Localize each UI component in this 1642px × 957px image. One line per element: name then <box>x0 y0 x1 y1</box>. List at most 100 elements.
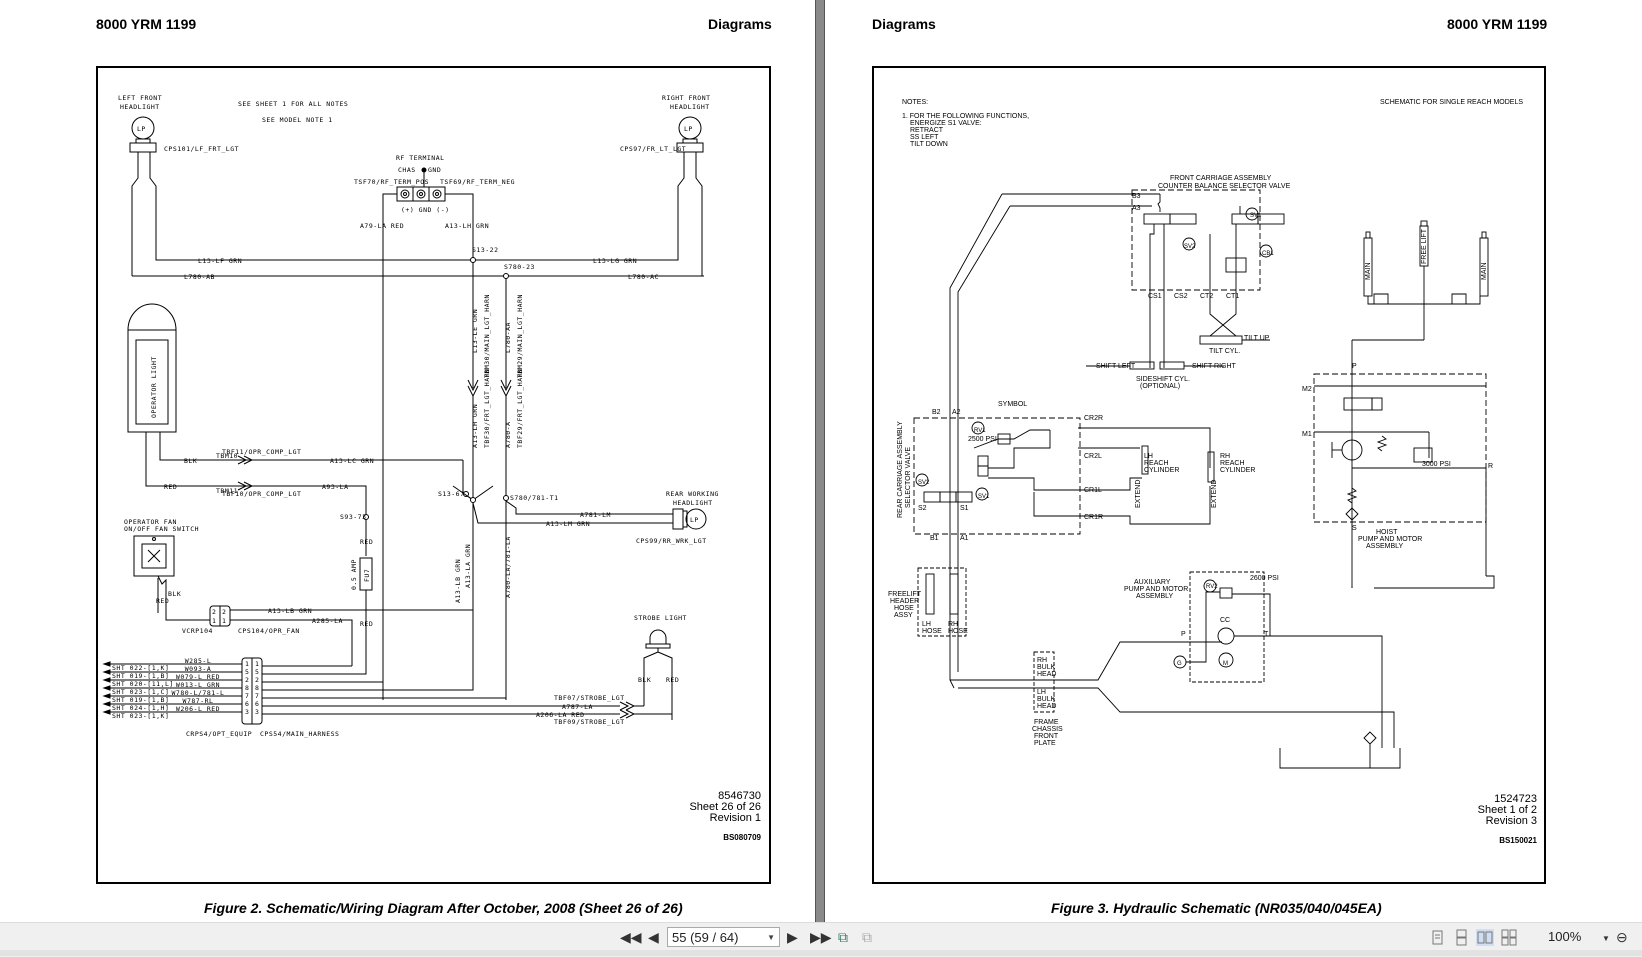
wire-label: W285-L <box>185 657 211 665</box>
drawing-code: BS150021 <box>1499 836 1537 845</box>
rv1-icon <box>971 421 985 435</box>
svg-text:1: 1 <box>222 617 226 625</box>
continuous-view-icon <box>1456 929 1467 946</box>
operator-light: OPERATOR LIGHT <box>127 303 177 433</box>
svg-text:BLK: BLK <box>184 457 197 465</box>
svg-text:SV2: SV2 <box>918 480 930 486</box>
drawing-number: 8546730 <box>718 790 761 802</box>
svg-text:VCRP104: VCRP104 <box>182 627 213 635</box>
svg-text:A13-LH GRN: A13-LH GRN <box>471 404 479 448</box>
pin-number: 2 <box>255 676 259 684</box>
last-page-icon: ▶▶ <box>810 928 832 945</box>
svg-text:A781-LM: A781-LM <box>580 511 611 519</box>
svg-text:FRAME: FRAME <box>1034 719 1059 726</box>
svg-text:LP: LP <box>690 516 699 524</box>
wire-label: L13-LF GRN <box>198 257 242 265</box>
svg-text:HOSE: HOSE <box>922 628 942 635</box>
svg-text:P: P <box>1181 631 1186 638</box>
svg-text:R: R <box>1488 463 1493 470</box>
zoom-dropdown-button[interactable]: ▼ <box>1602 929 1610 947</box>
svg-text:A206-LA RED: A206-LA RED <box>536 711 585 719</box>
chevron-down-icon[interactable]: ▼ <box>767 933 775 942</box>
sheet-ref: SHT 019-[1,B] <box>112 696 169 704</box>
sheet-number: Sheet 26 of 26 <box>689 801 761 813</box>
svg-text:HOSE: HOSE <box>894 605 914 612</box>
svg-text:S2: S2 <box>918 505 927 512</box>
svg-text:1: 1 <box>212 617 216 625</box>
single-page-view-button[interactable] <box>1428 929 1446 946</box>
svg-text:TBM29/MAIN_LGT_HARN: TBM29/MAIN_LGT_HARN <box>516 294 524 378</box>
last-page-button[interactable]: ▶▶ <box>810 928 832 946</box>
svg-text:CYLINDER: CYLINDER <box>1144 467 1179 474</box>
svg-text:LP: LP <box>684 125 693 133</box>
svg-text:RED: RED <box>360 538 373 546</box>
zoom-level[interactable]: 100% <box>1548 929 1582 944</box>
svg-text:CT2: CT2 <box>1200 293 1213 300</box>
svg-text:SHIFT LEFT: SHIFT LEFT <box>1096 363 1136 370</box>
sv1-icon <box>975 487 989 501</box>
svg-text:CR1R: CR1R <box>1084 514 1103 521</box>
svg-text:TBM10: TBM10 <box>216 452 238 460</box>
continuous-view-button[interactable] <box>1452 929 1470 946</box>
zoom-out-button[interactable]: ⊖ <box>1616 928 1628 946</box>
svg-text:(OPTIONAL): (OPTIONAL) <box>1140 383 1180 390</box>
svg-text:CB1: CB1 <box>1262 251 1274 257</box>
previous-view-button[interactable]: ⧉ <box>838 928 848 946</box>
wire-label: W013-L GRN <box>176 681 220 689</box>
title-block: 1524723 Sheet 1 of 2 Revision 3 BS150021 <box>1478 794 1537 846</box>
svg-text:CPS54/MAIN_HARNESS: CPS54/MAIN_HARNESS <box>260 730 339 738</box>
svg-text:TSF70/RF_TERM_POS: TSF70/RF_TERM_POS <box>354 178 429 186</box>
next-view-button[interactable]: ⧉ <box>862 928 872 946</box>
page-number-field[interactable]: 55 (59 / 64) ▼ <box>667 927 780 947</box>
facing-view-button[interactable] <box>1476 929 1494 946</box>
arrow-left-icon <box>102 685 111 691</box>
svg-text:STROBE LIGHT: STROBE LIGHT <box>634 614 687 622</box>
header-section: Diagrams <box>708 16 772 32</box>
pin-number: 5 <box>255 668 259 676</box>
svg-text:CPS101/LF_FRT_LGT: CPS101/LF_FRT_LGT <box>164 145 239 153</box>
svg-text:RV1: RV1 <box>974 428 986 434</box>
svg-text:B3: B3 <box>1132 193 1141 200</box>
svg-text:HOSE: HOSE <box>948 628 968 635</box>
arrow-left-icon <box>102 677 111 683</box>
wire-label: L780-AC <box>628 273 659 281</box>
pin-number: 7 <box>255 692 259 700</box>
svg-text:TBM11: TBM11 <box>216 487 238 495</box>
svg-text:TSF69/RF_TERM_NEG: TSF69/RF_TERM_NEG <box>440 178 515 186</box>
svg-text:TILT CYL.: TILT CYL. <box>1209 348 1240 355</box>
aux-pump-box <box>1189 571 1265 683</box>
splice <box>470 257 476 263</box>
wiring-diagram: SEE SHEET 1 FOR ALL NOTES SEE MODEL NOTE… <box>102 94 718 738</box>
svg-text:S13-67: S13-67 <box>438 490 464 498</box>
previous-page-button[interactable]: ◀ <box>648 928 659 946</box>
svg-text:HEAD: HEAD <box>1037 671 1056 678</box>
svg-text:A285-LA: A285-LA <box>312 617 343 625</box>
pin-number: 3 <box>245 708 249 716</box>
first-page-button[interactable]: ◀◀ <box>620 928 642 946</box>
svg-text:SV2: SV2 <box>1184 244 1196 250</box>
wiring-diagram-frame: SEE SHEET 1 FOR ALL NOTES SEE MODEL NOTE… <box>96 66 771 884</box>
svg-text:SELECTOR VALVE: SELECTOR VALVE <box>905 447 912 508</box>
arrow-left-icon <box>102 701 111 707</box>
svg-text:TBF11/OPR_COMP_LGT: TBF11/OPR_COMP_LGT <box>222 448 301 456</box>
sideshift-cylinder <box>1129 361 1155 370</box>
drawing-code: BS080709 <box>723 833 761 842</box>
wire-label: W787-RL <box>183 697 214 705</box>
svg-text:GND: GND <box>428 166 441 174</box>
svg-text:HEADLIGHT: HEADLIGHT <box>673 499 713 507</box>
svg-text:3000 PSI: 3000 PSI <box>1422 461 1451 468</box>
arrow-left-icon <box>102 693 111 699</box>
continuous-facing-view-button[interactable] <box>1500 929 1518 946</box>
horizontal-scrollbar[interactable] <box>0 950 1642 956</box>
sheet-ref: SHT 023-[1,K] <box>112 712 169 720</box>
svg-text:LEFT FRONT: LEFT FRONT <box>118 94 162 102</box>
svg-text:RED: RED <box>666 676 679 684</box>
svg-text:A787-LA: A787-LA <box>562 703 593 711</box>
svg-text:FU7: FU7 <box>363 569 371 582</box>
svg-text:TILT UP: TILT UP <box>1244 335 1270 342</box>
next-page-button[interactable]: ▶ <box>787 928 798 946</box>
